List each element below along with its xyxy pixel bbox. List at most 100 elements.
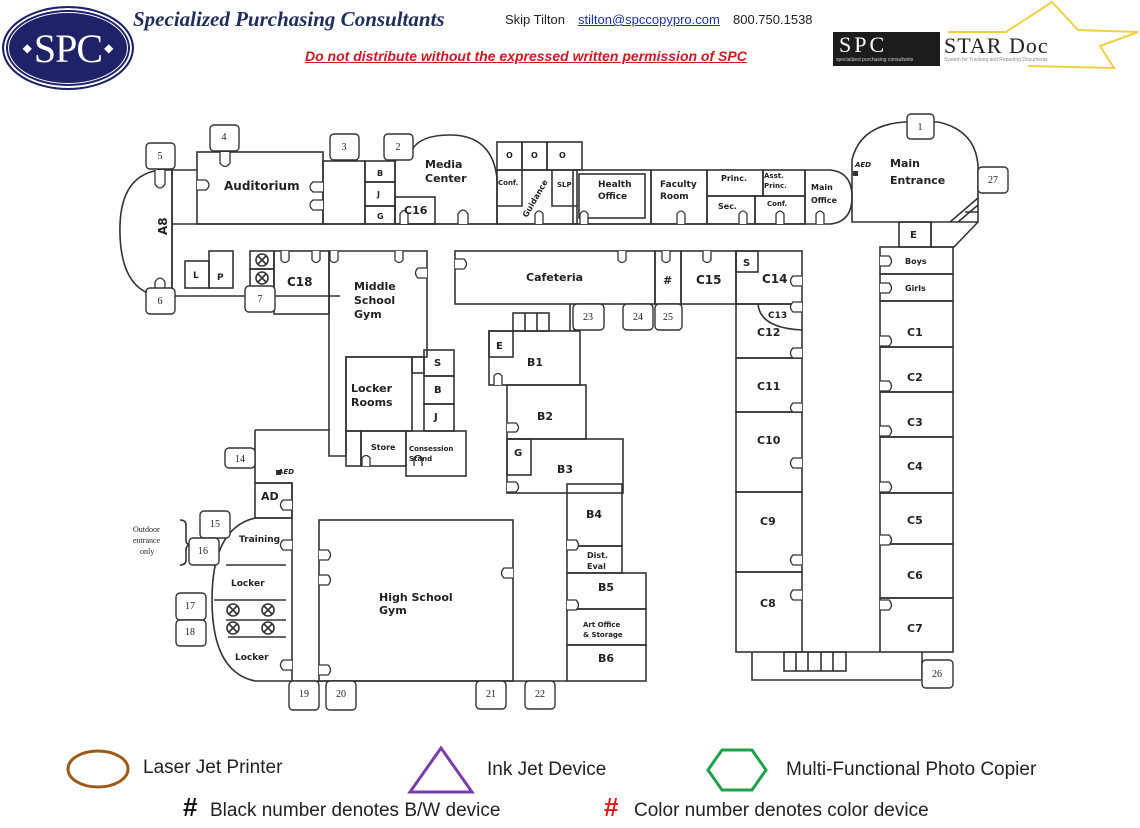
- room-sec: Sec.: [718, 202, 737, 211]
- device-tag-22[interactable]: 22: [524, 680, 556, 710]
- legend-mfp-label: Multi-Functional Photo Copier: [786, 759, 1037, 780]
- room-e-top: E: [910, 230, 917, 241]
- device-tag-4[interactable]: 4: [209, 124, 240, 152]
- room-main-office-1: Main: [811, 183, 833, 192]
- contact-name: Skip Tilton: [505, 12, 565, 27]
- room-cafeteria: Cafeteria: [526, 271, 583, 284]
- room-faculty-1: Faculty: [660, 180, 697, 190]
- room-c5: C5: [907, 514, 923, 527]
- room-c11: C11: [757, 380, 780, 393]
- device-tag-15[interactable]: 15: [199, 510, 231, 539]
- center-classroom-wing: [454, 250, 803, 653]
- svg-text:26: 26: [932, 669, 942, 680]
- device-tag-17[interactable]: 17: [175, 592, 207, 621]
- contact-phone: 800.750.1538: [733, 12, 813, 27]
- device-tag-5[interactable]: 5: [145, 142, 176, 170]
- room-g-b3: G: [514, 448, 522, 459]
- room-c8: C8: [760, 597, 776, 610]
- room-o2: O: [531, 151, 538, 160]
- device-tag-14[interactable]: 14: [224, 447, 256, 469]
- room-health-1: Health: [598, 180, 632, 190]
- contact-email-link[interactable]: stilton@spccopypro.com: [578, 12, 720, 27]
- room-c9: C9: [760, 515, 776, 528]
- room-b4: B4: [586, 508, 602, 521]
- room-c14: C14: [762, 272, 788, 286]
- room-art-1: Art Office: [583, 621, 621, 629]
- door-markers: [154, 152, 893, 676]
- legend-laser-label: Laser Jet Printer: [143, 757, 283, 778]
- stairs-icon: [783, 651, 847, 672]
- room-c3: C3: [907, 416, 923, 429]
- device-tag-6[interactable]: 6: [145, 287, 176, 315]
- star-doc-subtitle: System for Tracking and Reporting Docume…: [944, 57, 1048, 63]
- star-doc-brand: SPC specialized purchasing consultants: [833, 32, 940, 66]
- company-name: Specialized Purchasing Consultants: [133, 7, 445, 31]
- logo-text: SPC: [33, 25, 103, 71]
- room-o3: O: [559, 151, 566, 160]
- room-b2: B2: [537, 410, 553, 423]
- room-concession-1: Consession: [409, 445, 453, 453]
- room-faculty-2: Room: [660, 192, 689, 202]
- logo-dot-icon: ◆: [104, 41, 114, 55]
- star-brand-sub: specialized purchasing consultants: [836, 57, 914, 63]
- svg-text:15: 15: [210, 519, 220, 530]
- color-hash-icon: #: [604, 792, 619, 822]
- room-a8: A8: [156, 217, 170, 235]
- device-tags: 1 2 3 4 5 6 7 14 15 16 17 18 19 20 21 22…: [145, 113, 1009, 711]
- south-gym-wing: [179, 429, 567, 682]
- stair-x-icon: [255, 253, 269, 285]
- mfp-hexagon-icon: [706, 748, 768, 792]
- device-tag-27[interactable]: 27: [977, 166, 1009, 194]
- room-c16: C16: [404, 204, 428, 217]
- svg-text:2: 2: [396, 142, 401, 153]
- device-tag-20[interactable]: 20: [325, 680, 357, 711]
- device-tag-23[interactable]: 23: [572, 303, 605, 331]
- outdoor-note-3: only: [140, 547, 154, 556]
- legend-inkjet-label: Ink Jet Device: [487, 759, 607, 780]
- device-tag-19[interactable]: 19: [288, 680, 320, 711]
- room-ms-gym-1: Middle: [354, 280, 396, 293]
- room-labels: Auditorium A8 L P B J G C16 Media Center…: [133, 151, 945, 665]
- device-tag-25[interactable]: 25: [654, 303, 683, 331]
- outdoor-note-2: entrance: [133, 536, 161, 545]
- device-tag-3[interactable]: 3: [329, 133, 360, 161]
- device-tag-21[interactable]: 21: [475, 680, 507, 710]
- room-ad: AD: [261, 490, 279, 503]
- svg-text:24: 24: [633, 312, 643, 323]
- room-conf-main: Conf.: [767, 200, 787, 208]
- room-locker-1: Locker: [351, 382, 393, 395]
- device-tag-1[interactable]: 1: [906, 113, 935, 140]
- floor-plan: .w{fill:none;stroke:#333;stroke-width:1.…: [119, 113, 1009, 711]
- room-c7: C7: [907, 622, 923, 635]
- device-tag-18[interactable]: 18: [175, 619, 207, 647]
- room-princ: Princ.: [721, 174, 747, 183]
- room-j-mid: J: [433, 412, 438, 423]
- room-auditorium: Auditorium: [224, 179, 300, 193]
- room-c4: C4: [907, 460, 923, 473]
- room-c12: C12: [757, 326, 780, 339]
- room-j-top: J: [376, 190, 380, 199]
- svg-text:27: 27: [988, 175, 998, 186]
- room-health-2: Office: [598, 192, 627, 202]
- svg-text:25: 25: [663, 312, 673, 323]
- room-c1: C1: [907, 326, 923, 339]
- device-tag-24[interactable]: 24: [622, 303, 654, 331]
- device-tag-7[interactable]: 7: [244, 285, 276, 313]
- device-tag-2[interactable]: 2: [383, 133, 414, 161]
- room-b-top: B: [377, 169, 383, 178]
- room-c13: C13: [768, 311, 787, 321]
- device-tag-26[interactable]: 26: [921, 659, 954, 689]
- room-store: Store: [371, 443, 396, 452]
- room-ms-gym-3: Gym: [354, 308, 382, 321]
- spc-logo: ◆ SPC ◆: [2, 6, 134, 90]
- svg-text:22: 22: [535, 689, 545, 700]
- distribution-warning: Do not distribute without the expressed …: [305, 48, 747, 64]
- svg-text:1: 1: [918, 122, 923, 133]
- device-tag-16[interactable]: 16: [188, 537, 220, 566]
- laser-printer-oval-icon: [66, 749, 130, 789]
- room-p: P: [217, 273, 224, 283]
- room-training: Training: [239, 535, 280, 545]
- room-concession-2: Stand: [409, 455, 432, 463]
- svg-text:3: 3: [342, 142, 347, 153]
- room-dist-2: Eval: [587, 562, 606, 571]
